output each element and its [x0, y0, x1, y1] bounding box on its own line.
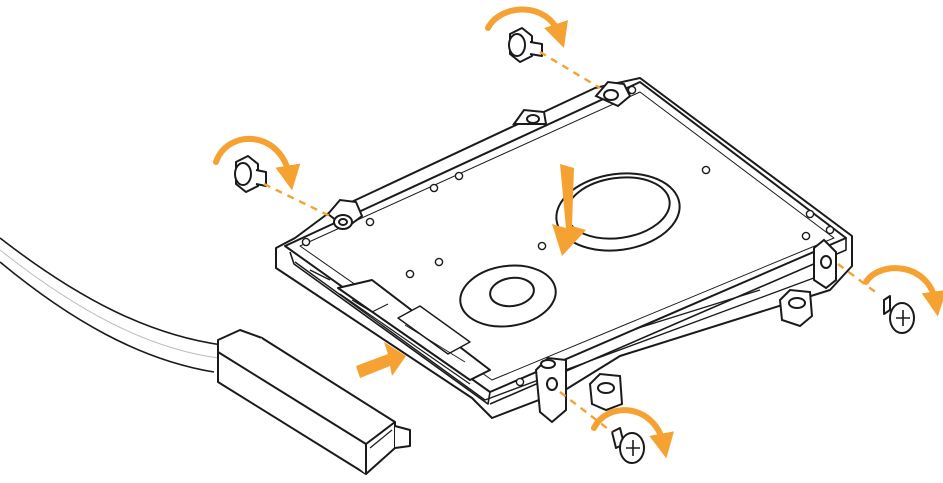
rotate-arrow-top [485, 6, 568, 48]
tab-bottom-right [778, 288, 814, 328]
plate-screw-head [405, 269, 415, 279]
tab-bottom [534, 356, 567, 424]
plate-screws [301, 85, 835, 387]
plate-screw-head [537, 241, 547, 251]
rotate-arrow-left [213, 135, 301, 191]
tab-top [594, 80, 632, 108]
direction-arrows [356, 164, 586, 378]
screw-top [508, 27, 543, 63]
plate-screw-head [801, 231, 811, 241]
mounting-tabs [326, 80, 837, 424]
plate-screw-head [301, 237, 311, 247]
plate-screw-head [434, 257, 444, 267]
screw-left [234, 155, 267, 193]
screw-bottom [611, 427, 645, 464]
plate-screw-head [701, 165, 711, 175]
tab-bottom-front [588, 372, 624, 412]
plate-screw-head [825, 225, 835, 235]
rotate-arrow-bottom [591, 407, 675, 459]
plate-screw-head [365, 217, 375, 227]
tab-left [326, 198, 364, 230]
sata-connector [217, 329, 411, 475]
screw-right [883, 295, 915, 334]
plate-screw-head [805, 209, 815, 219]
rotate-arrow-right [863, 265, 943, 317]
plate-screw-head [627, 85, 637, 95]
screws [234, 27, 915, 464]
connect-arrow [356, 342, 406, 378]
tab-right [813, 238, 837, 290]
tab-top-left [512, 108, 548, 125]
insert-arrow-down [552, 164, 586, 256]
plate-screw-head [454, 171, 464, 181]
rotation-arrows [213, 6, 943, 459]
alignment-lines [263, 50, 879, 433]
sata-cable [0, 237, 223, 373]
plate-screw-head [515, 377, 525, 387]
plate-screw-head [429, 183, 439, 193]
